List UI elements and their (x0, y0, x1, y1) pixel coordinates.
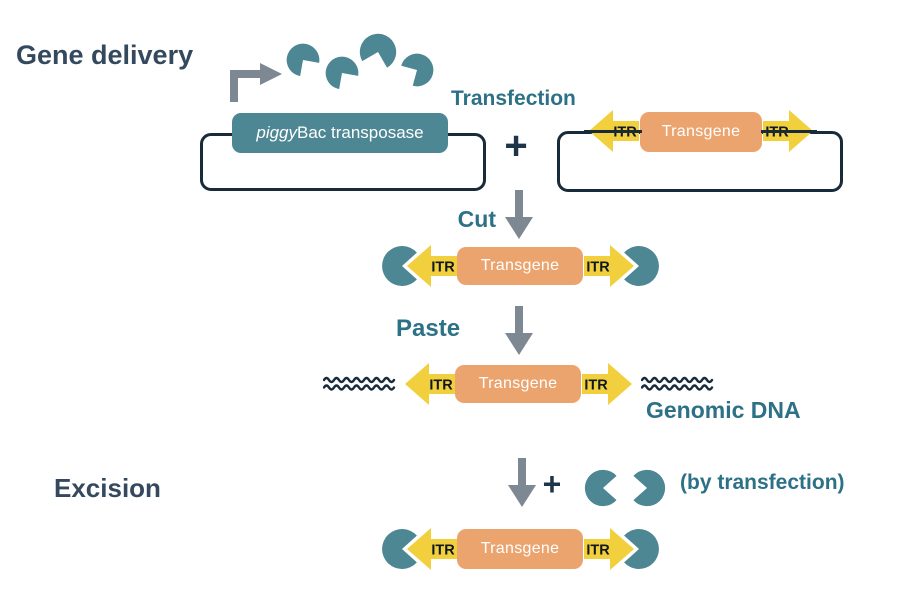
itr-label: ITR (586, 260, 610, 276)
cut-label: Cut (457, 206, 496, 232)
down-arrow-icon (505, 190, 533, 239)
transposase-protein-icon (584, 469, 617, 507)
itr-arrow-right-icon: ITR (584, 245, 634, 287)
transfection-label: Transfection (451, 87, 576, 110)
transposase-protein-icon (624, 529, 659, 569)
itr-arrow-left-icon: ITR (405, 363, 455, 405)
transposase-protein-icon (401, 53, 434, 87)
transgene-box: Transgene (640, 112, 762, 152)
itr-label: ITR (431, 543, 455, 559)
down-arrow-icon (508, 458, 536, 507)
itr-label: ITR (431, 260, 455, 276)
itr-label: ITR (584, 378, 608, 394)
promoter-arrow-icon (230, 63, 282, 102)
itr-arrow-right-icon: ITR (582, 363, 632, 405)
plus-sign: + (542, 466, 562, 502)
transgene-box: Transgene (455, 365, 581, 403)
genomic-dna-wave-icon (323, 376, 396, 391)
itr-arrow-right-icon: ITR (584, 528, 634, 570)
transposase-protein-icon (382, 529, 417, 569)
transposase-protein-icon (359, 33, 397, 68)
transposase-protein-icon (286, 43, 320, 77)
gene-name-italic-part: piggy (256, 123, 297, 142)
down-arrow-icon (505, 306, 533, 355)
by-transfection-label: (by transfection) (680, 471, 845, 494)
itr-arrow-left-icon: ITR (407, 245, 457, 287)
genomic-dna-wave-icon (641, 376, 714, 391)
gene-delivery-title: Gene delivery (16, 40, 194, 70)
genomic-dna-label: Genomic DNA (646, 397, 801, 423)
transposase-protein-icon (624, 246, 659, 286)
transposase-protein-icon (382, 246, 417, 286)
transgene-box: Transgene (457, 247, 583, 285)
transgene-box: Transgene (457, 529, 583, 569)
plasmid-backbone-line (584, 130, 642, 133)
excision-title: Excision (54, 473, 161, 503)
itr-arrow-left-icon: ITR (407, 528, 457, 570)
paste-label: Paste (396, 315, 461, 342)
gene-name-rest: Bac transposase (297, 123, 424, 142)
transposase-protein-icon (325, 56, 359, 90)
transposase-protein-icon (633, 469, 666, 507)
itr-label: ITR (586, 543, 610, 559)
itr-label: ITR (429, 378, 453, 394)
plasmid-backbone-line (761, 130, 817, 133)
plus-sign: + (504, 124, 528, 168)
